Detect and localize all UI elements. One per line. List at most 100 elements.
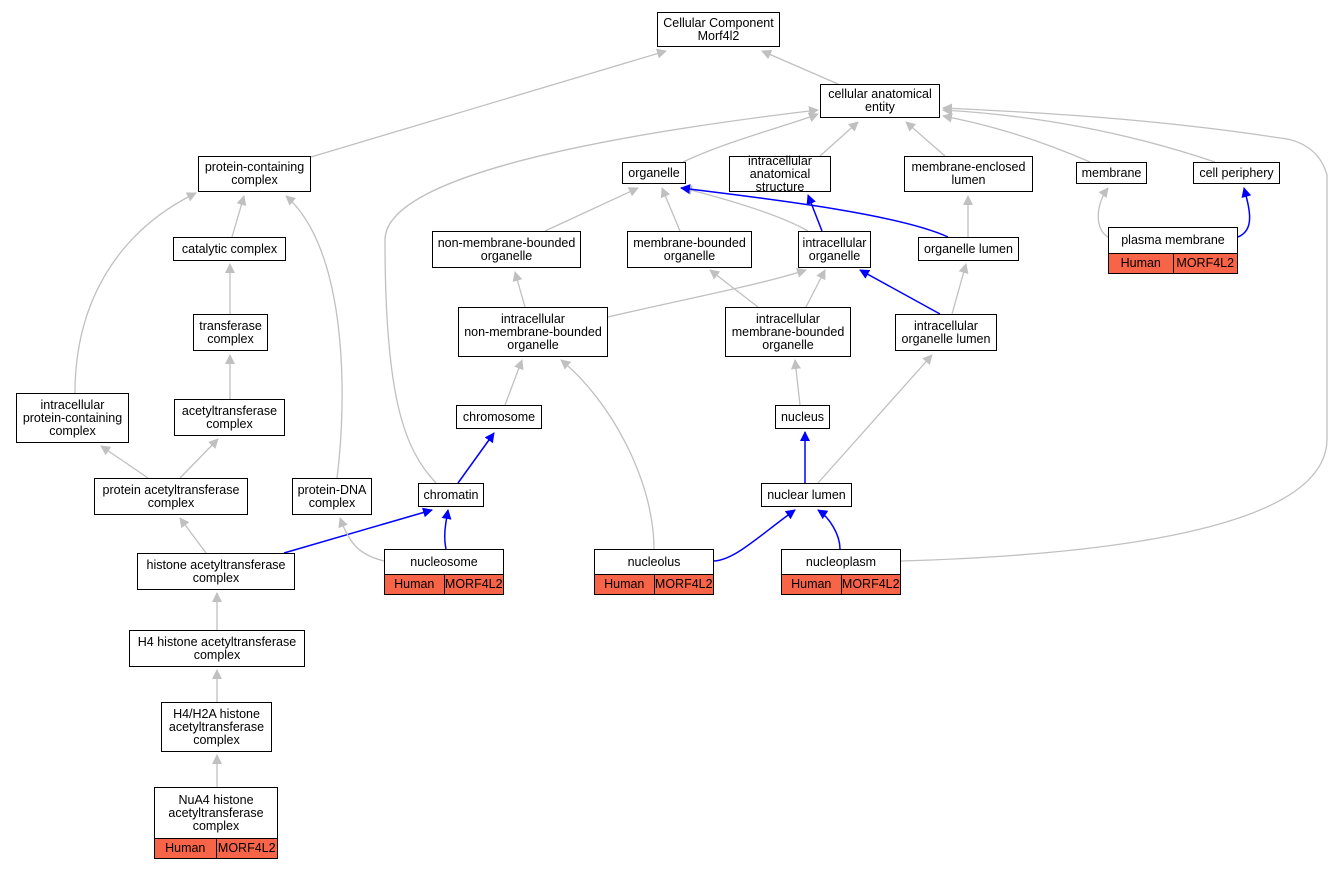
- edge-olumen-to-organelle: [680, 184, 949, 238]
- node-chromatin[interactable]: chromatin: [418, 483, 484, 507]
- edge-mel-to-cae: [905, 121, 946, 157]
- node-text: organelle: [628, 166, 679, 180]
- node-olumen[interactable]: organelle lumen: [918, 237, 1019, 261]
- edge-hat-to-chromatin: [283, 507, 433, 554]
- annotation-gene: MORF4L2: [1172, 254, 1237, 273]
- node-catcomp[interactable]: catalytic complex: [173, 237, 286, 261]
- node-text: organelle lumen: [924, 242, 1013, 256]
- edge-pm-to-membrane: [1097, 187, 1109, 238]
- node-label-line: nucleosome: [410, 554, 478, 569]
- node-label-line: intracellular: [802, 235, 867, 250]
- node-label-line: H4/H2A histone: [173, 706, 260, 721]
- node-label-line: lumen: [951, 173, 986, 187]
- node-label-line: protein-DNA: [297, 482, 367, 497]
- node-label-line: non-membrane-bounded: [437, 235, 576, 250]
- node-label-line: organelle: [480, 248, 533, 263]
- node-label-line: intracellular: [914, 318, 978, 333]
- edge-iol-to-io: [859, 269, 941, 315]
- node-label-line: complex: [207, 331, 254, 346]
- node-label-line: chromosome: [462, 409, 536, 424]
- node-label-line: nuclear lumen: [767, 487, 846, 502]
- node-label-line: complex: [49, 423, 96, 438]
- node-label-line: NuA4 histone: [178, 792, 254, 807]
- node-membrane[interactable]: membrane: [1076, 162, 1147, 184]
- edge-ias-to-cae: [819, 121, 859, 157]
- edge-pcc-to-root: [310, 48, 667, 158]
- node-label-line: organelle: [663, 248, 716, 263]
- node-label-line: protein-containing: [204, 160, 305, 174]
- edge-inmbo-to-io: [607, 268, 807, 318]
- node-text: nucleolus: [628, 555, 681, 569]
- node-label-line: intracellular: [501, 311, 565, 326]
- node-label-line: anatomical structure: [749, 166, 811, 194]
- edge-iol-to-olumen: [951, 263, 969, 315]
- node-text: chromosome: [462, 409, 536, 424]
- node-nuclumen[interactable]: nuclear lumen: [761, 483, 852, 507]
- annotation-gene: MORF4L2: [443, 575, 503, 594]
- node-cellper[interactable]: cell periphery: [1193, 162, 1280, 184]
- node-label-line: complex: [147, 495, 195, 510]
- node-label-line: complex: [192, 818, 240, 833]
- node-organelle[interactable]: organelle: [622, 162, 686, 184]
- node-chromosome[interactable]: chromosome: [456, 405, 542, 429]
- node-label-line: membrane-bounded: [633, 235, 746, 250]
- edge-organelle-to-cae: [682, 112, 819, 163]
- edge-chromosome-to-inmbo: [504, 359, 524, 406]
- annotation-species: Human: [385, 575, 444, 594]
- node-label-line: intracellular: [756, 311, 820, 326]
- edge-membrane-to-cae: [942, 112, 1091, 163]
- annotation-gene: MORF4L2: [215, 839, 277, 858]
- annotation-gene: MORF4L2: [840, 575, 900, 594]
- node-nucleus[interactable]: nucleus: [775, 405, 830, 429]
- edge-catcomp-to-pcc: [231, 195, 247, 238]
- edge-nucleosome-to-chromatin: [441, 509, 452, 550]
- edge-cae-to-root: [761, 49, 839, 85]
- node-label-line: entity: [865, 100, 895, 114]
- edge-chromatin-to-cae: [384, 106, 819, 484]
- annotation-species: Human: [1109, 254, 1173, 273]
- node-label-line: plasma membrane: [1121, 233, 1225, 247]
- node-label-line: membrane: [1081, 165, 1142, 180]
- node-label-line: complex: [192, 570, 240, 585]
- node-label-line: nucleus: [780, 409, 825, 424]
